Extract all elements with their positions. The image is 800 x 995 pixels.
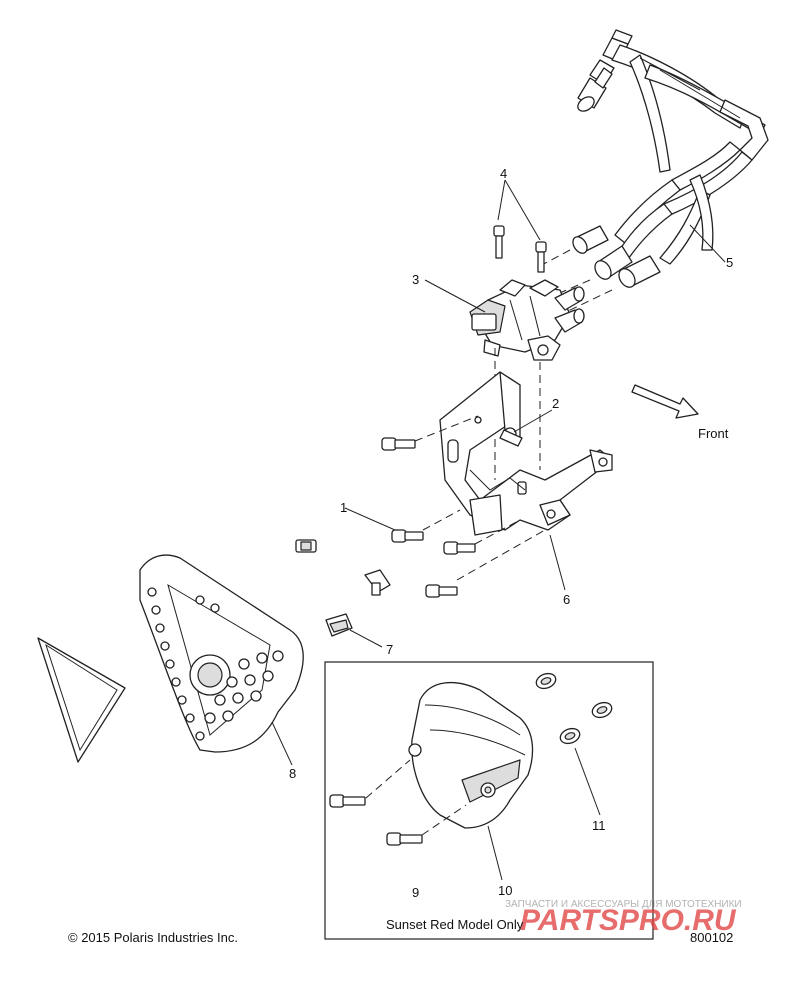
bolt-1-mid [391,529,424,543]
callout-1: 1 [340,500,347,515]
callout-8: 8 [289,766,296,781]
watermark-brand: PARTSPRO.RU [520,904,737,937]
mounting-bracket [439,371,613,536]
front-arrow-icon [631,384,699,419]
diagram-number: 800102 [690,930,733,945]
bolt-1-low [443,541,476,555]
callout-3: 3 [412,272,419,287]
callout-10: 10 [498,883,512,898]
inset-box [324,661,654,940]
front-label: Front [698,426,729,441]
screw-9a [329,794,366,808]
headlight-lens [37,637,126,763]
screw-4a [493,225,505,259]
cover-holes [147,587,284,741]
callout-9: 9 [412,885,419,900]
hose-end-3 [572,225,609,254]
hose-end-2 [618,255,661,288]
callout-5: 5 [726,255,733,270]
nut-clip-b [364,569,391,596]
watermark: ЗАПЧАСТИ И АКСЕССУАРЫ ДЛЯ МОТОТЕХНИКИ PA… [505,899,742,937]
callout-7: 7 [386,642,393,657]
screw-4b [535,241,547,273]
callout-4: 4 [500,166,507,181]
purge-valve [469,279,585,361]
inset-caption: Sunset Red Model Only [386,917,524,932]
grommet-11a [535,672,557,690]
callout-11: 11 [592,818,606,833]
clip-2 [499,427,523,447]
leader-lines [271,179,726,881]
bolt-1-top [381,437,416,451]
grommet-11c [559,727,581,745]
headlight-cover [139,554,304,753]
callout-2: 2 [552,396,559,411]
watermark-tagline: ЗАПЧАСТИ И АКСЕССУАРЫ ДЛЯ МОТОТЕХНИКИ [505,899,742,910]
copyright-text: © 2015 Polaris Industries Inc. [68,930,238,945]
nut-clip-7 [325,613,353,637]
hose-end-1 [594,245,633,280]
nut-clip-a [295,539,317,553]
callout-6: 6 [563,592,570,607]
bolt-6 [425,584,458,598]
screw-9b [386,832,423,846]
hose-assembly [572,29,769,288]
grommet-11b [591,701,613,719]
side-cover-10 [408,681,534,829]
